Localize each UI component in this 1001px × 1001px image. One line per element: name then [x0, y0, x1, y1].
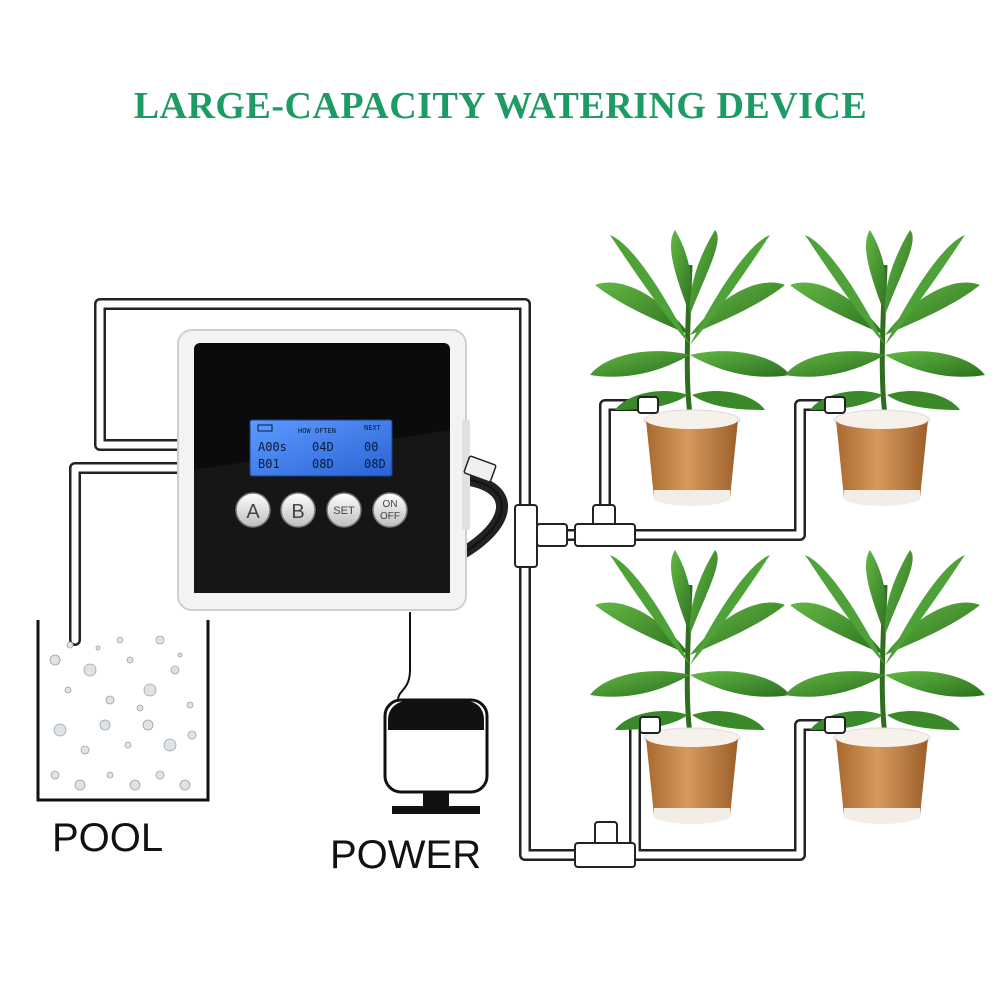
plant-bottom-right — [785, 550, 985, 825]
diagram-title: LARGE-CAPACITY WATERING DEVICE — [133, 85, 868, 127]
power-adapter — [383, 612, 489, 814]
lcd-row2-col2: 08D — [312, 457, 334, 471]
controller-buttons: A B SET ON OFF — [235, 492, 408, 528]
pool-label: POOL — [52, 816, 164, 860]
lcd-display: HOW OFTEN NEXT A00s 04D 00 B01 08D 08D — [249, 419, 393, 477]
button-set[interactable]: SET — [326, 492, 362, 528]
power-label: POWER — [330, 833, 482, 877]
button-on-label: ON — [383, 499, 398, 510]
button-set-label: SET — [333, 505, 355, 517]
button-on-off[interactable]: ON OFF — [372, 492, 408, 528]
lcd-row1-col1: A00s — [258, 440, 287, 454]
plant-top-right — [785, 230, 985, 507]
tee-fittings — [514, 504, 636, 868]
plant-bottom-left — [590, 550, 790, 825]
pool-container — [36, 620, 210, 802]
button-a[interactable]: A — [235, 492, 271, 528]
lcd-row1-col3: 00 — [364, 440, 378, 454]
button-off-label: OFF — [380, 511, 400, 522]
drip-nozzles — [637, 396, 846, 734]
plant-top-left — [590, 230, 790, 507]
button-a-label: A — [246, 501, 260, 523]
lcd-row2-col1: B01 — [258, 457, 280, 471]
button-b[interactable]: B — [280, 492, 316, 528]
lcd-header-how-often: HOW OFTEN — [298, 427, 336, 435]
lcd-header-next: NEXT — [364, 424, 382, 432]
button-b-label: B — [291, 501, 304, 523]
lcd-row2-col3: 08D — [364, 457, 386, 471]
lcd-row1-col2: 04D — [312, 440, 334, 454]
water-bubbles — [49, 635, 197, 791]
